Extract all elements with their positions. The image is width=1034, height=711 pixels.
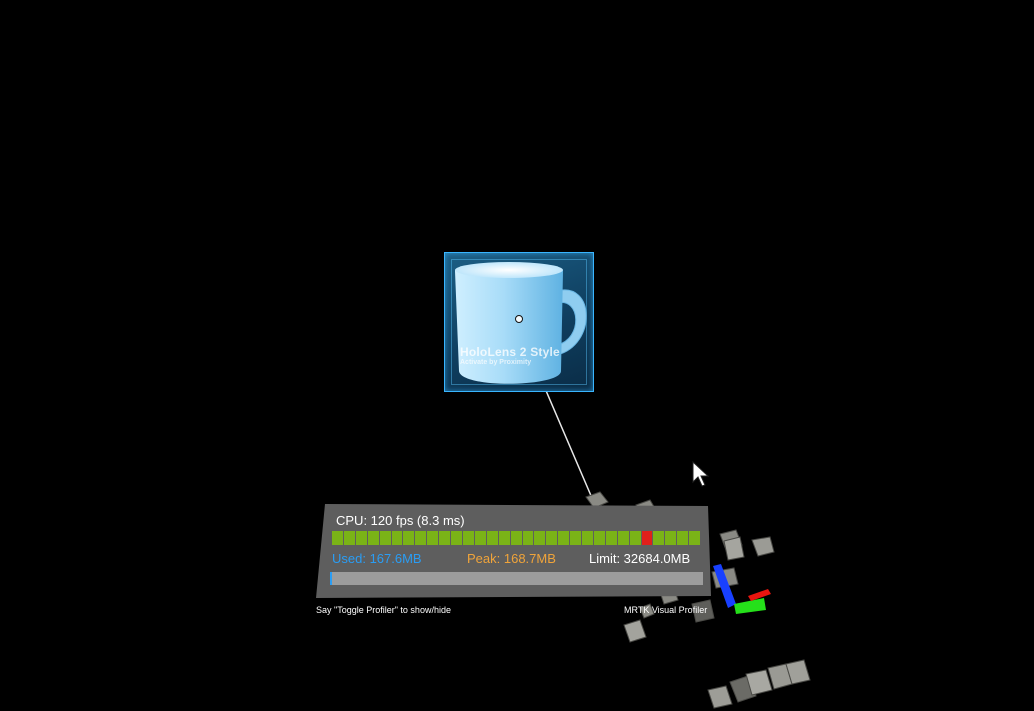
memory-usage-bar xyxy=(330,572,703,585)
frame-bar xyxy=(558,531,570,545)
frame-bar xyxy=(653,531,665,545)
frame-bar-missed xyxy=(641,531,653,545)
frame-bar xyxy=(522,531,534,545)
frame-bars xyxy=(332,531,701,545)
frame-bar xyxy=(474,531,486,545)
voice-hint-label: Say "Toggle Profiler" to show/hide xyxy=(316,605,451,615)
frame-bar xyxy=(677,531,689,545)
frame-bar xyxy=(546,531,558,545)
frame-bar xyxy=(391,531,403,545)
frame-bar xyxy=(462,531,474,545)
cpu-fps-label: CPU: 120 fps (8.3 ms) xyxy=(336,513,465,528)
frame-bar xyxy=(617,531,629,545)
gaze-cursor xyxy=(515,315,523,323)
card-frame xyxy=(451,259,587,385)
profiler-product-label: MRTK Visual Profiler xyxy=(624,605,708,615)
frame-bar xyxy=(689,531,701,545)
frame-bar xyxy=(367,531,379,545)
memory-used-label: Used: 167.6MB xyxy=(332,551,422,566)
memory-peak-label: Peak: 168.7MB xyxy=(467,551,556,566)
frame-bar xyxy=(629,531,641,545)
mouse-pointer-icon xyxy=(692,461,710,487)
visual-profiler-panel: CPU: 120 fps (8.3 ms) Used: 167.6MB Peak… xyxy=(316,504,711,598)
frame-bar xyxy=(605,531,617,545)
frame-bar xyxy=(355,531,367,545)
frame-bar xyxy=(343,531,355,545)
memory-usage-fill xyxy=(330,572,332,585)
coffee-mug-icon xyxy=(455,262,587,384)
memory-limit-label: Limit: 32684.0MB xyxy=(589,551,691,566)
frame-bar xyxy=(427,531,439,545)
frame-bar xyxy=(332,531,343,545)
frame-bar xyxy=(570,531,582,545)
frame-bar xyxy=(451,531,462,545)
frame-bar xyxy=(403,531,415,545)
frame-bar xyxy=(665,531,677,545)
frame-bar xyxy=(498,531,510,545)
frame-bar xyxy=(593,531,605,545)
frame-bar xyxy=(486,531,498,545)
button-subtitle: Activate by Proximity xyxy=(460,359,532,366)
button-title: HoloLens 2 Style xyxy=(460,345,560,359)
frame-bar xyxy=(379,531,391,545)
frame-bar xyxy=(582,531,593,545)
frame-bar xyxy=(439,531,451,545)
frame-bar xyxy=(415,531,427,545)
frame-bar xyxy=(510,531,522,545)
frame-bar xyxy=(534,531,546,545)
transform-axes-icon xyxy=(713,564,771,614)
